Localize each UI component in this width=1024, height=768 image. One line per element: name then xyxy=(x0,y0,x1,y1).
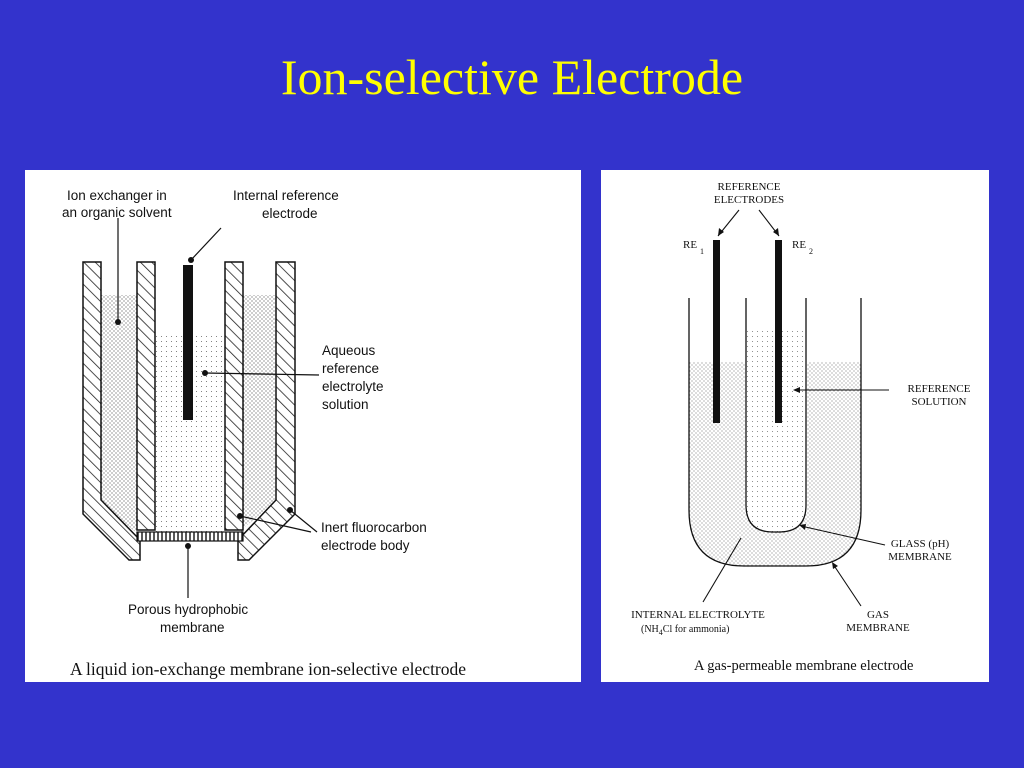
outer-wall-right xyxy=(237,261,296,561)
label-aqueous-3: electrolyte xyxy=(322,379,384,394)
internal-reference-electrode xyxy=(183,265,193,420)
inner-wall-left xyxy=(136,261,156,531)
leader-aqueous xyxy=(204,372,320,376)
label-reference-electrodes-1: REFERENCE xyxy=(718,181,781,193)
slide-title: Ion-selective Electrode xyxy=(280,49,744,105)
label-internal-reference-1: Internal reference xyxy=(233,188,339,203)
leader-inert-2 xyxy=(289,509,318,533)
label-re2: RE xyxy=(792,239,806,251)
leader-inert-1 xyxy=(239,515,312,533)
label-reference-electrodes-2: ELECTRODES xyxy=(714,194,784,206)
inner-glass-tube-fill xyxy=(746,330,806,532)
label-nh4cl: (NH4Cl for ammonia) xyxy=(641,624,729,637)
label-nh4cl-sub: 4 xyxy=(659,628,663,637)
label-aqueous-2: reference xyxy=(322,361,379,376)
reference-electrode-re1 xyxy=(713,240,720,423)
arrowhead-glass-membrane xyxy=(799,524,806,530)
leader-gas-membrane xyxy=(832,563,862,607)
outer-vessel xyxy=(688,298,862,567)
outer-wall-left xyxy=(82,261,141,561)
label-aqueous-1: Aqueous xyxy=(322,343,376,358)
label-nh4cl-suffix: Cl for ammonia) xyxy=(663,624,730,635)
label-nh4cl-prefix: (NH xyxy=(641,624,659,635)
gas-permeable-svg: REFERENCE ELECTRODES RE 1 RE 2 REFERENCE… xyxy=(631,181,971,674)
reference-electrode-re2 xyxy=(775,240,782,423)
leader-dot-porous xyxy=(185,543,191,549)
label-internal-reference-2: electrode xyxy=(262,206,318,221)
porous-membrane xyxy=(136,531,244,542)
label-gas-membrane-2: MEMBRANE xyxy=(846,622,910,634)
label-inert-1: Inert fluorocarbon xyxy=(321,520,427,535)
label-glass-membrane-1: GLASS (pH) xyxy=(891,538,950,550)
leader-glass-membrane xyxy=(800,525,886,546)
label-reference-solution-1: REFERENCE xyxy=(908,383,971,395)
leader-dot-inert-2 xyxy=(287,507,293,513)
label-internal-electrolyte: INTERNAL ELECTROLYTE xyxy=(631,609,765,621)
liquid-ion-exchange-svg: Ion exchanger in an organic solvent Inte… xyxy=(62,188,466,679)
label-re1-sub: 1 xyxy=(700,247,704,256)
label-gas-membrane-1: GAS xyxy=(867,609,889,621)
gas-permeable-diagram: REFERENCE ELECTRODES RE 1 RE 2 REFERENCE… xyxy=(601,170,989,682)
label-ion-exchanger-1: Ion exchanger in xyxy=(67,188,167,203)
arrowhead-re1 xyxy=(718,228,724,236)
leader-internal-reference xyxy=(190,227,222,261)
liquid-ion-exchange-diagram: Ion exchanger in an organic solvent Inte… xyxy=(25,170,581,682)
label-inert-2: electrode body xyxy=(321,538,410,553)
label-glass-membrane-2: MEMBRANE xyxy=(888,551,952,563)
leader-dot-aqueous xyxy=(202,370,208,376)
left-caption: A liquid ion-exchange membrane ion-selec… xyxy=(70,659,466,679)
label-porous-1: Porous hydrophobic xyxy=(128,602,248,617)
leader-dot-internal-reference xyxy=(188,257,194,263)
arrowhead-re2 xyxy=(773,228,779,236)
label-reference-solution-2: SOLUTION xyxy=(912,396,967,408)
arrowhead-gas-membrane xyxy=(832,562,838,569)
arrowhead-reference-solution xyxy=(793,387,800,393)
label-re2-sub: 2 xyxy=(809,247,813,256)
organic-solvent-right xyxy=(235,295,276,536)
inner-glass-tube xyxy=(745,298,807,533)
leader-dot-ion-exchanger xyxy=(115,319,121,325)
label-porous-2: membrane xyxy=(160,620,225,635)
label-re1: RE xyxy=(683,239,697,251)
label-ion-exchanger-2: an organic solvent xyxy=(62,205,172,220)
leader-dot-inert-1 xyxy=(237,513,243,519)
right-caption: A gas-permeable membrane electrode xyxy=(694,658,913,674)
organic-solvent-left xyxy=(101,295,140,536)
label-aqueous-4: solution xyxy=(322,397,369,412)
inner-wall-right xyxy=(224,261,244,531)
leader-internal-electrolyte xyxy=(702,537,742,603)
